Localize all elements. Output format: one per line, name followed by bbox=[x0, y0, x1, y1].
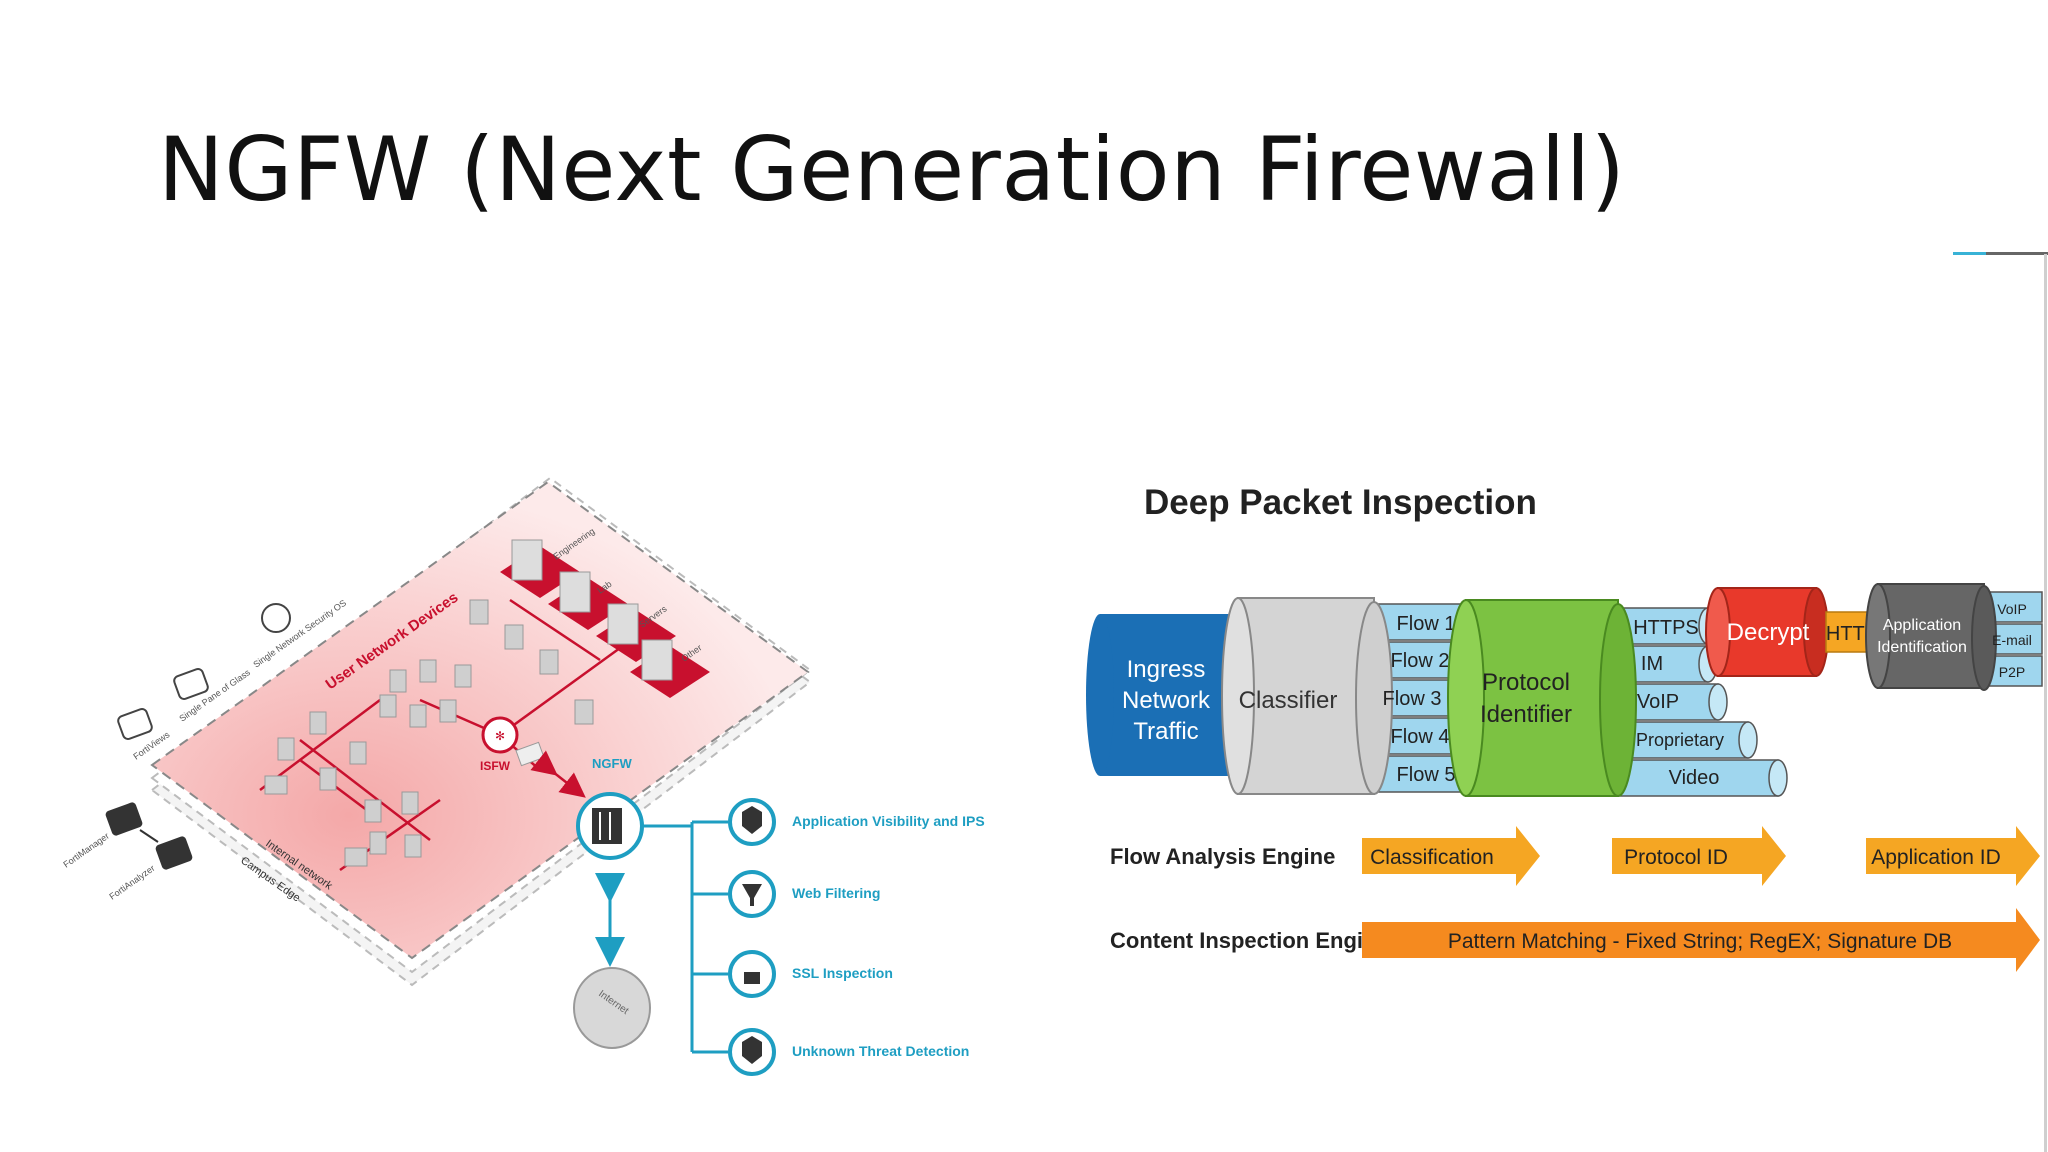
feature-tree bbox=[642, 820, 728, 1054]
fortimanager-label: FortiManager bbox=[61, 831, 111, 870]
fortianalyzer-label: FortiAnalyzer bbox=[107, 863, 156, 902]
feature-icons bbox=[728, 798, 776, 1076]
classifier-label: Classifier bbox=[1239, 687, 1338, 714]
protocol-label-3: VoIP bbox=[1637, 691, 1679, 713]
slide-title: NGFW (Next Generation Firewall) bbox=[158, 118, 1626, 221]
feature-glyphs bbox=[742, 806, 762, 1064]
svg-text:✻: ✻ bbox=[495, 729, 505, 743]
ingress-line-1: Ingress bbox=[1127, 656, 1206, 683]
flow-label-4: Flow 4 bbox=[1391, 726, 1450, 748]
classification-label: Classification bbox=[1370, 846, 1494, 869]
classification-arrow bbox=[1362, 826, 1540, 886]
app-label-1: VoIP bbox=[1997, 601, 2027, 617]
flow-label-1: Flow 1 bbox=[1397, 613, 1456, 635]
flow-label-3: Flow 3 bbox=[1383, 688, 1442, 710]
protocol-line-1: Protocol bbox=[1482, 669, 1570, 696]
flow-label-2: Flow 2 bbox=[1391, 650, 1450, 672]
protocol-label-5: Video bbox=[1669, 767, 1720, 789]
network-diagram: User Network Devices FortiViews Single P… bbox=[61, 476, 985, 1076]
side-devices: FortiManager FortiAnalyzer bbox=[61, 802, 193, 902]
ingress-line-2: Network bbox=[1122, 687, 1211, 714]
ngfw-device-icon bbox=[592, 808, 622, 844]
app-id-line-1: Application bbox=[1883, 617, 1961, 634]
application-id-label: Application ID bbox=[1871, 846, 2001, 869]
app-id-line-2: Identification bbox=[1877, 639, 1967, 656]
content-engine-label: Content Inspection Engine bbox=[1110, 928, 1389, 953]
feature-label-4: Unknown Threat Detection bbox=[792, 1043, 969, 1059]
user-network-zone bbox=[150, 480, 810, 960]
pattern-matching-arrow bbox=[1362, 908, 2040, 972]
app-label-3: P2P bbox=[1999, 664, 2025, 680]
dpi-diagram: Deep Packet Inspection Ingress Network T… bbox=[1086, 483, 2043, 972]
fortianalyzer-icon bbox=[155, 836, 193, 870]
decrypt-label: Decrypt bbox=[1727, 619, 1810, 646]
protocol-id-label: Protocol ID bbox=[1624, 846, 1728, 869]
network-os-icon bbox=[261, 603, 291, 633]
flow-label-5: Flow 5 bbox=[1397, 764, 1456, 786]
single-pane-icon bbox=[173, 668, 209, 700]
app-label-2: E-mail bbox=[1992, 632, 2032, 648]
feature-label-3: SSL Inspection bbox=[792, 965, 893, 981]
isfw-node bbox=[481, 716, 519, 754]
fortimanager-icon bbox=[105, 802, 143, 836]
pattern-matching-label: Pattern Matching - Fixed String; RegEX; … bbox=[1448, 930, 1952, 953]
internet-cloud bbox=[573, 967, 651, 1049]
ingress-cylinder bbox=[1100, 614, 1240, 776]
protocol-id-arrow bbox=[1612, 826, 1786, 886]
workstations bbox=[264, 599, 594, 867]
feature-label-1: Application Visibility and IPS bbox=[792, 813, 985, 829]
ngfw-label: NGFW bbox=[592, 756, 632, 771]
ingress-line-3: Traffic bbox=[1133, 718, 1198, 745]
protocol-line-2: Identifier bbox=[1480, 701, 1572, 728]
feature-label-2: Web Filtering bbox=[792, 885, 880, 901]
protocol-label-4: Proprietary bbox=[1636, 730, 1724, 750]
slide-edge-line bbox=[2044, 254, 2047, 1152]
protocol-label-2: IM bbox=[1641, 653, 1663, 675]
application-id-arrow bbox=[1866, 826, 2040, 886]
dpi-title: Deep Packet Inspection bbox=[1144, 483, 1537, 522]
protocol-label-1: HTTPS bbox=[1633, 617, 1699, 639]
fortiviews-icon bbox=[117, 708, 153, 740]
server-racks: Engineering Lab Servers Other bbox=[500, 526, 710, 698]
isfw-label: ISFW bbox=[480, 759, 511, 773]
accent-line bbox=[1953, 252, 1986, 255]
accent-line-dark bbox=[1986, 252, 2048, 255]
flow-engine-label: Flow Analysis Engine bbox=[1110, 844, 1335, 869]
protocol-identifier-cylinder bbox=[1465, 599, 1619, 797]
app-id-cylinder bbox=[1877, 583, 1985, 689]
